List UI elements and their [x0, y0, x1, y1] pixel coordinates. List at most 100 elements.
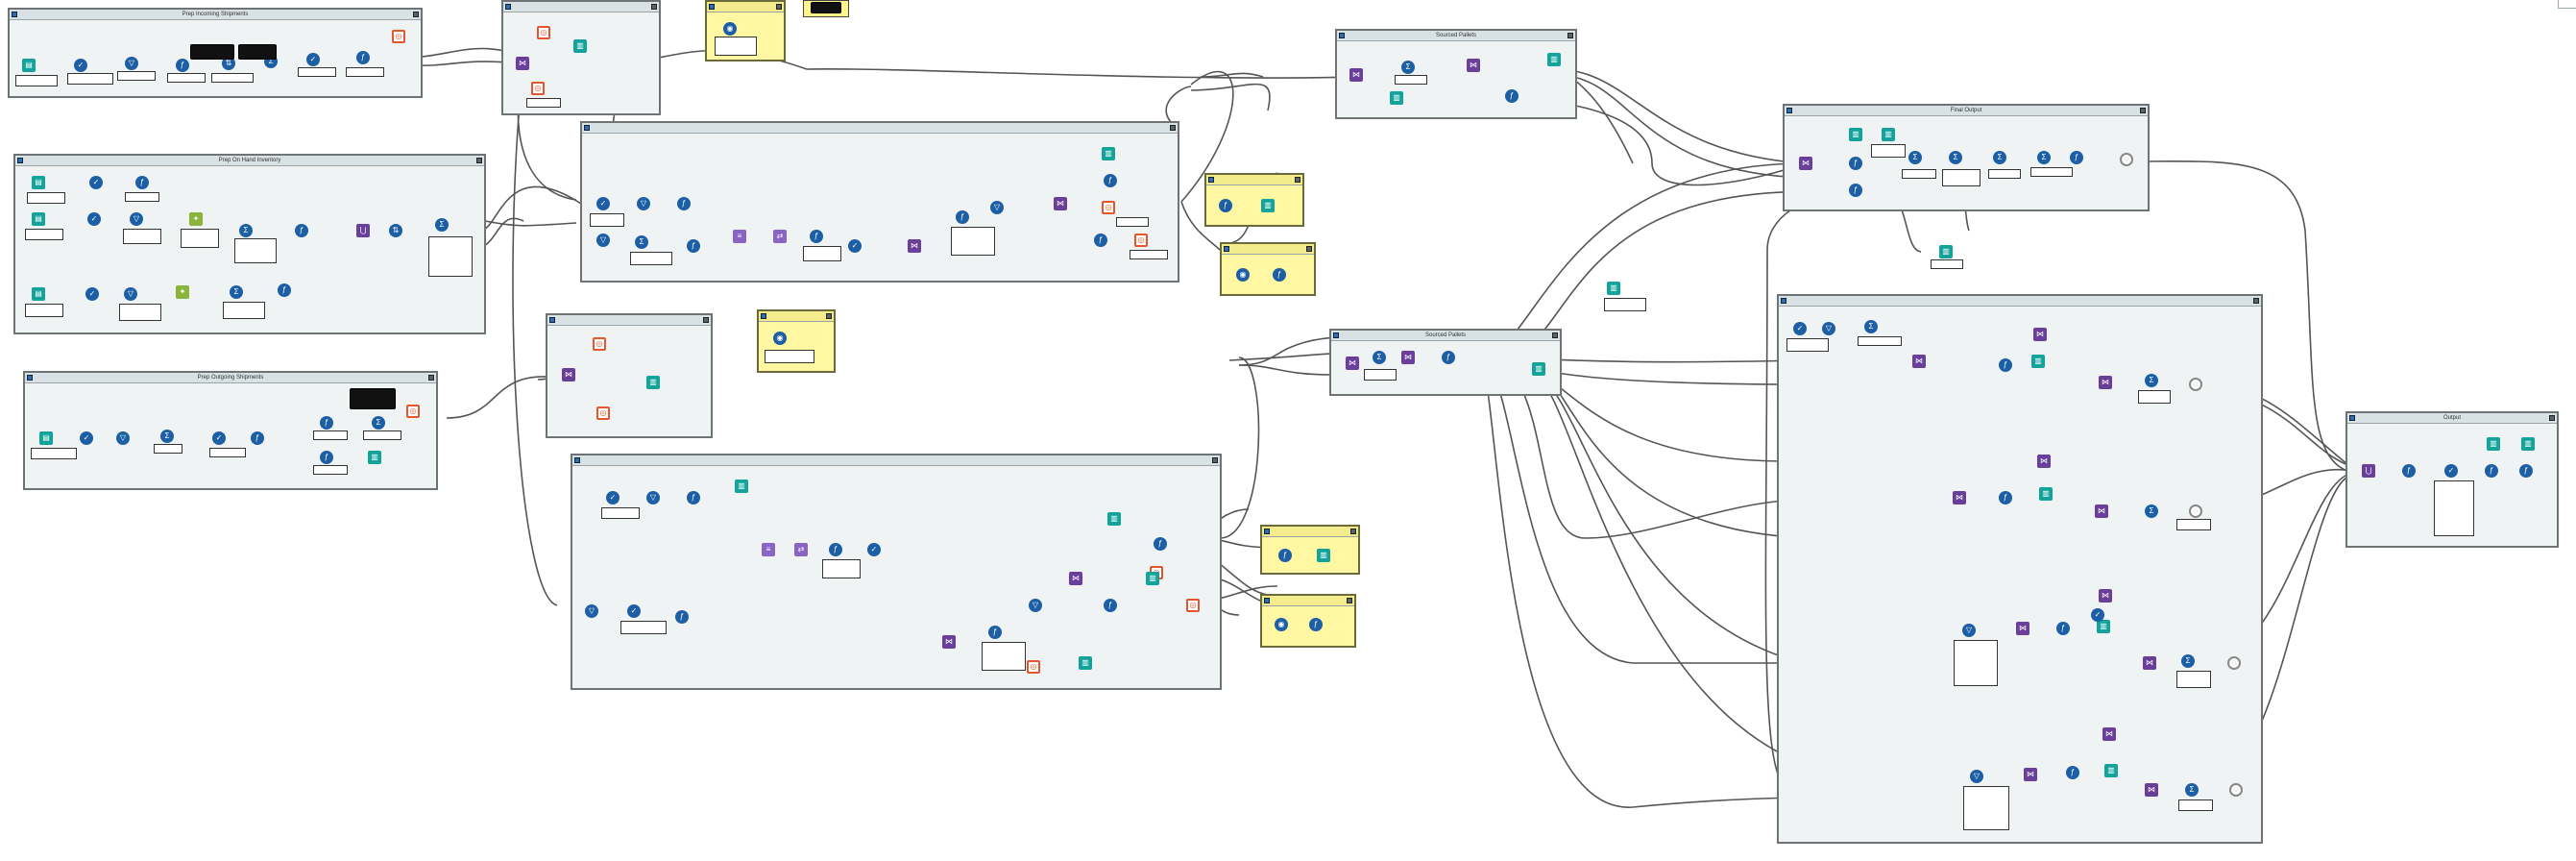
browse-tool-icon[interactable]: ◎ — [593, 337, 606, 351]
join-tool-icon[interactable]: ⋈ — [1467, 59, 1480, 72]
container-titlebar[interactable] — [582, 123, 1178, 134]
output-data-icon[interactable]: ▥ — [1547, 53, 1561, 66]
container-close-button[interactable] — [826, 313, 832, 319]
container-collapse-button[interactable] — [1264, 529, 1270, 534]
container-collapse-button[interactable] — [1208, 177, 1214, 183]
browse-tool-icon[interactable]: ◎ — [531, 82, 545, 95]
container-titlebar[interactable] — [2347, 413, 2557, 424]
summarize-tool-icon[interactable]: Σ — [239, 224, 253, 237]
transpose-tool-icon[interactable]: ⇄ — [794, 543, 808, 556]
container-collapse-button[interactable] — [1264, 598, 1270, 603]
union-tool-icon[interactable]: ⋃ — [2362, 464, 2375, 478]
container-collapse-button[interactable] — [1333, 332, 1339, 338]
container-close-button[interactable] — [428, 375, 434, 381]
comment-container[interactable] — [757, 309, 836, 373]
formula-tool-icon[interactable]: ƒ — [2485, 464, 2498, 478]
union-tool-icon[interactable]: ⋃ — [356, 224, 370, 237]
formula-tool-icon[interactable]: ƒ — [2519, 464, 2533, 478]
container-close-button[interactable] — [1347, 598, 1352, 603]
multi-row-formula-icon[interactable]: ≡ — [762, 543, 775, 556]
join-tool-icon[interactable]: ⋈ — [2143, 656, 2156, 670]
comment-container[interactable] — [1220, 242, 1316, 296]
join-tool-icon[interactable]: ⋈ — [942, 635, 956, 649]
container-titlebar[interactable] — [15, 156, 484, 166]
sort-tool-icon[interactable]: ⇅ — [222, 57, 235, 70]
container-collapse-button[interactable] — [27, 375, 33, 381]
formula-tool-icon[interactable]: ƒ — [2066, 766, 2079, 779]
output-data-icon[interactable]: ▥ — [1079, 656, 1092, 670]
container-collapse-button[interactable] — [761, 313, 766, 319]
container-titlebar[interactable] — [1206, 175, 1302, 185]
output-data-icon[interactable]: ▥ — [1146, 572, 1159, 585]
join-tool-icon[interactable]: ⋈ — [1349, 68, 1363, 82]
join-tool-icon[interactable]: ⋈ — [2037, 455, 2051, 468]
browse-tool-icon[interactable]: ◎ — [1027, 660, 1040, 674]
join-tool-icon[interactable]: ⋈ — [2033, 328, 2047, 341]
multi-field-formula-icon[interactable]: ✦ — [189, 212, 203, 226]
output-anchor-icon[interactable]: ◌ — [2227, 656, 2241, 670]
filter-tool-icon[interactable]: ▽ — [990, 201, 1004, 214]
container-titlebar[interactable] — [10, 10, 421, 20]
formula-tool-icon[interactable]: ƒ — [1849, 157, 1862, 170]
formula-tool-icon[interactable]: ƒ — [251, 431, 264, 445]
output-data-icon[interactable]: ▥ — [1261, 199, 1275, 212]
formula-tool-icon[interactable]: ƒ — [1442, 351, 1455, 364]
formula-tool-icon[interactable]: ƒ — [1849, 184, 1862, 197]
output-data-icon[interactable]: ▥ — [2104, 764, 2118, 777]
container-close-button[interactable] — [1212, 457, 1218, 463]
formula-tool-icon[interactable]: ƒ — [1505, 89, 1519, 103]
filter-tool-icon[interactable]: ▽ — [637, 197, 650, 210]
summarize-tool-icon[interactable]: Σ — [2181, 654, 2195, 668]
container-titlebar[interactable] — [572, 455, 1220, 466]
summarize-tool-icon[interactable]: Σ — [230, 285, 243, 299]
formula-tool-icon[interactable]: ƒ — [320, 416, 333, 430]
container-close-button[interactable] — [2140, 108, 2146, 113]
comment-container[interactable] — [1260, 525, 1360, 575]
container-titlebar[interactable] — [1779, 296, 2261, 307]
join-tool-icon[interactable]: ⋈ — [2016, 622, 2029, 635]
select-tool-icon[interactable]: ✓ — [74, 59, 87, 72]
container-close-button[interactable] — [1552, 332, 1558, 338]
container-close-button[interactable] — [651, 4, 657, 10]
formula-tool-icon[interactable]: ƒ — [956, 210, 969, 224]
input-data-icon[interactable]: ▤ — [22, 59, 36, 72]
container-close-button[interactable] — [1567, 33, 1573, 38]
summarize-tool-icon[interactable]: Σ — [1949, 151, 1962, 164]
formula-tool-icon[interactable]: ƒ — [1104, 599, 1117, 612]
output-data-icon[interactable]: ▥ — [2031, 355, 2045, 368]
container-close-button[interactable] — [1306, 246, 1312, 252]
browse-tool-icon[interactable]: ◉ — [1275, 618, 1288, 631]
join-tool-icon[interactable]: ⋈ — [908, 239, 921, 253]
container-final-output[interactable]: Final Output — [1783, 104, 2150, 211]
transpose-tool-icon[interactable]: ⇄ — [773, 230, 787, 243]
container-collapse-button[interactable] — [574, 457, 580, 463]
input-data-icon[interactable]: ▤ — [39, 431, 53, 445]
output-data-icon[interactable]: ▥ — [1939, 245, 1953, 258]
output-data-icon[interactable]: ▥ — [1882, 128, 1895, 141]
input-data-icon[interactable]: ▤ — [32, 176, 45, 189]
output-data-icon[interactable]: ▥ — [1532, 362, 1545, 376]
browse-tool-icon[interactable]: ◎ — [392, 30, 405, 43]
container-collapse-button[interactable] — [709, 4, 715, 10]
container-collapse-button[interactable] — [17, 158, 23, 163]
summarize-tool-icon[interactable]: Σ — [1864, 320, 1878, 333]
output-data-icon[interactable]: ▥ — [1317, 549, 1330, 562]
formula-tool-icon[interactable]: ƒ — [829, 543, 842, 556]
select-tool-icon[interactable]: ✓ — [848, 239, 862, 253]
output-data-icon[interactable]: ▥ — [2487, 437, 2500, 451]
select-tool-icon[interactable]: ✓ — [2091, 608, 2104, 622]
formula-tool-icon[interactable]: ƒ — [1154, 537, 1167, 551]
output-data-icon[interactable]: ▥ — [2521, 437, 2535, 451]
output-data-icon[interactable]: ▥ — [1390, 91, 1403, 105]
browse-tool-icon[interactable]: ◎ — [406, 405, 420, 418]
formula-tool-icon[interactable]: ƒ — [1309, 618, 1323, 631]
formula-tool-icon[interactable]: ƒ — [1278, 549, 1292, 562]
select-tool-icon[interactable]: ✓ — [212, 431, 226, 445]
browse-tool-icon[interactable]: ◉ — [1236, 268, 1250, 282]
output-anchor-icon[interactable]: ◌ — [2189, 378, 2202, 391]
formula-tool-icon[interactable]: ƒ — [295, 224, 308, 237]
container-titlebar[interactable] — [547, 315, 711, 326]
container-collapse-button[interactable] — [549, 317, 555, 323]
container-titlebar[interactable] — [1331, 331, 1560, 341]
